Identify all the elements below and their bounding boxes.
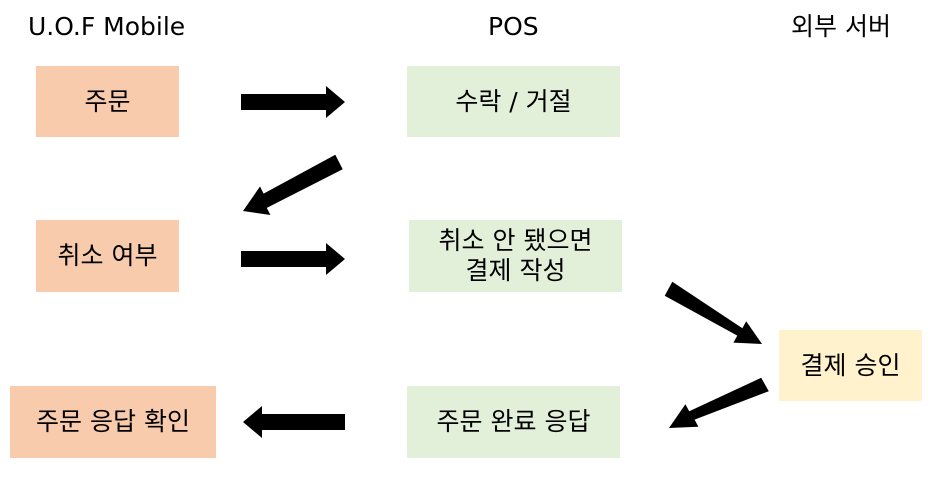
cancel-check-box: 취소 여부 bbox=[36, 220, 179, 292]
create-payment-label-line2: 결제 작성 bbox=[465, 256, 566, 285]
order-response-check-label: 주문 응답 확인 bbox=[36, 407, 190, 436]
payment-approval-label: 결제 승인 bbox=[800, 350, 901, 380]
column-header-external-server: 외부 서버 bbox=[791, 12, 891, 41]
complete-to-response-check-arrow bbox=[243, 406, 345, 438]
cancel-to-create-payment-arrow bbox=[241, 243, 345, 275]
order-box: 주문 bbox=[36, 66, 179, 137]
order-to-accept-arrow bbox=[241, 86, 345, 118]
create-payment-to-approval-arrow bbox=[664, 281, 762, 344]
order-complete-response-box: 주문 완료 응답 bbox=[407, 386, 620, 458]
accept-reject-label: 수락 / 거절 bbox=[455, 86, 572, 116]
order-response-check-box: 주문 응답 확인 bbox=[10, 386, 216, 458]
approval-to-complete-arrow bbox=[669, 377, 769, 428]
order-complete-response-label: 주문 완료 응답 bbox=[436, 407, 591, 436]
create-payment-box: 취소 안 됐으면 결제 작성 bbox=[409, 220, 622, 292]
create-payment-label-line1: 취소 안 됐으면 bbox=[438, 226, 593, 255]
column-header-pos: POS bbox=[488, 12, 539, 41]
accept-to-cancel-arrow bbox=[243, 154, 343, 215]
accept-reject-box: 수락 / 거절 bbox=[407, 66, 620, 137]
order-label: 주문 bbox=[84, 86, 131, 116]
cancel-check-label: 취소 여부 bbox=[57, 241, 158, 270]
column-header-uof-mobile: U.O.F Mobile bbox=[28, 12, 186, 41]
payment-approval-box: 결제 승인 bbox=[779, 330, 922, 401]
